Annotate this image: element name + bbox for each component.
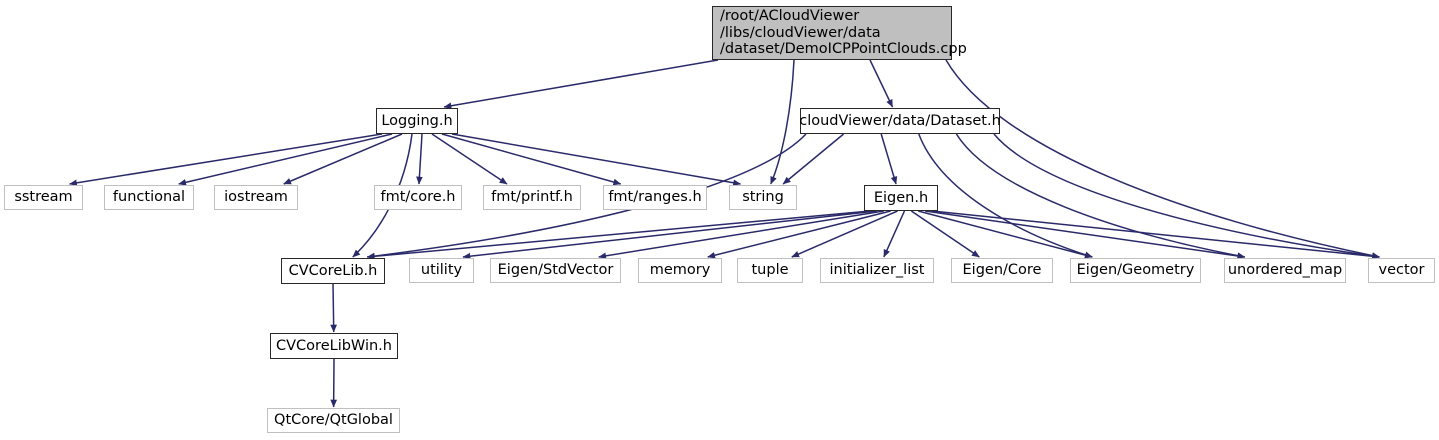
graph-node-functional[interactable]: functional bbox=[104, 185, 194, 210]
graph-node-fmtranges[interactable]: fmt/ranges.h bbox=[603, 185, 707, 210]
edge-eigenh-to-cvcorelib bbox=[366, 210, 871, 260]
graph-node-tuple[interactable]: tuple bbox=[737, 258, 803, 283]
edge-dataset-to-eigengeom bbox=[918, 133, 1093, 258]
edge-eigenh-to-vector bbox=[931, 210, 1380, 260]
edge-logging-to-fmtcore bbox=[416, 133, 423, 185]
edge-logging-to-sstream bbox=[69, 133, 383, 187]
edge-logging-to-string bbox=[451, 133, 742, 187]
edge-logging-to-functional bbox=[178, 133, 393, 186]
graph-node-cvcorelib[interactable]: CVCoreLib.h bbox=[281, 258, 385, 284]
graph-node-root[interactable]: /root/ACloudViewer /libs/cloudViewer/dat… bbox=[712, 6, 967, 60]
edge-dataset-to-vector bbox=[993, 133, 1380, 260]
graph-node-string[interactable]: string bbox=[729, 185, 797, 210]
graph-node-cvcorewin[interactable]: CVCoreLibWin.h bbox=[270, 333, 398, 359]
graph-node-fmtcore[interactable]: fmt/core.h bbox=[374, 185, 462, 210]
graph-node-unordmap[interactable]: unordered_map bbox=[1224, 258, 1346, 283]
edge-root-to-string bbox=[770, 59, 795, 185]
edge-logging-to-fmtprintf bbox=[431, 133, 508, 185]
graph-node-iostream[interactable]: iostream bbox=[214, 185, 298, 210]
edge-eigenh-to-unordmap bbox=[925, 210, 1246, 260]
graph-node-initlist[interactable]: initializer_list bbox=[820, 258, 934, 283]
edge-eigenh-to-tuple bbox=[791, 210, 898, 258]
graph-node-qtglobal[interactable]: QtCore/QtGlobal bbox=[267, 408, 400, 433]
graph-node-stdvector[interactable]: Eigen/StdVector bbox=[490, 258, 621, 283]
edge-cvcorelib-to-cvcorewin bbox=[330, 283, 337, 333]
edge-eigenh-to-stdvector bbox=[598, 210, 884, 260]
edge-dataset-to-eigenh bbox=[880, 133, 898, 185]
edge-eigenh-to-memory bbox=[707, 210, 891, 259]
edge-dataset-to-string bbox=[782, 133, 845, 185]
edge-eigenh-to-eigencore bbox=[910, 210, 980, 258]
graph-node-sstream[interactable]: sstream bbox=[4, 185, 83, 210]
edge-eigenh-to-eigengeom bbox=[918, 210, 1093, 259]
edge-eigenh-to-utility bbox=[462, 210, 877, 260]
graph-node-vector[interactable]: vector bbox=[1368, 258, 1435, 283]
edge-logging-to-iostream bbox=[283, 133, 403, 185]
edge-dataset-to-unordmap bbox=[955, 133, 1246, 259]
graph-node-eigenh[interactable]: Eigen.h bbox=[864, 185, 938, 211]
graph-node-eigencore[interactable]: Eigen/Core bbox=[951, 258, 1053, 283]
edge-root-to-vector bbox=[945, 59, 1380, 259]
graph-node-utility[interactable]: utility bbox=[409, 258, 474, 283]
graph-node-fmtprintf[interactable]: fmt/printf.h bbox=[483, 185, 581, 210]
edge-logging-to-fmtranges bbox=[441, 133, 622, 186]
graph-node-dataset[interactable]: cloudViewer/data/Dataset.h bbox=[799, 108, 1001, 134]
edge-root-to-dataset bbox=[869, 59, 894, 108]
graph-node-memory[interactable]: memory bbox=[638, 258, 722, 283]
edge-eigenh-to-initlist bbox=[883, 210, 906, 258]
graph-node-logging[interactable]: Logging.h bbox=[376, 108, 458, 134]
graph-node-eigengeom[interactable]: Eigen/Geometry bbox=[1070, 258, 1201, 283]
edge-root-to-logging bbox=[443, 59, 719, 110]
